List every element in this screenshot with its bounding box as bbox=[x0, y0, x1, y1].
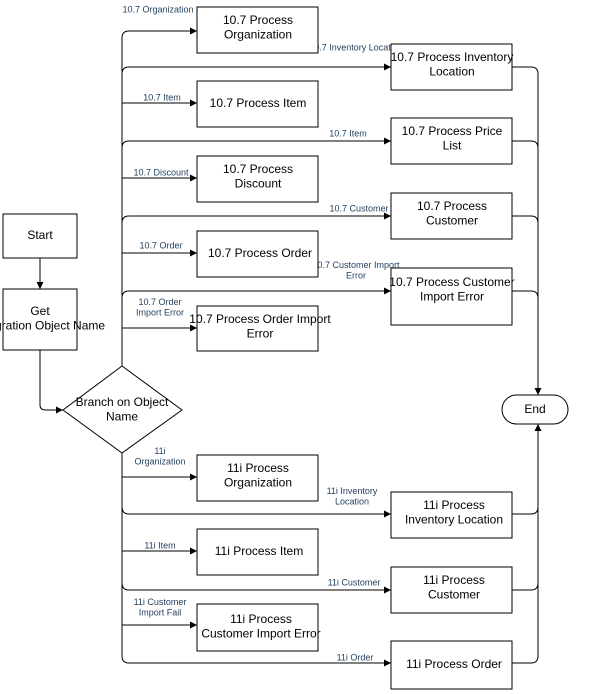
process-11i-item-label: 11i Process Item bbox=[215, 544, 303, 558]
edge-label-107-customer: 10.7 Customer bbox=[329, 203, 388, 213]
get-integration-object-name-label: GetIntegration Object Name bbox=[0, 304, 105, 332]
end-node: End bbox=[501, 394, 569, 425]
edge-label-107-organization: 10.7 Organization bbox=[122, 4, 193, 14]
process-107-item-label: 10.7 Process Item bbox=[210, 96, 307, 110]
return-11i-inventory-location bbox=[512, 506, 539, 515]
process-107-item-node: 10.7 Process Item bbox=[196, 80, 319, 128]
connector-lines bbox=[36, 27, 542, 667]
process-107-order-label: 10.7 Process Order bbox=[208, 246, 312, 260]
edge-107-price-list bbox=[121, 137, 391, 149]
edge-label-107-price-list: 10.7 Item bbox=[329, 128, 367, 138]
start-label: Start bbox=[27, 228, 53, 242]
edge-11i-inventory-location bbox=[121, 506, 391, 518]
edge-label-11i-customer: 11i Customer bbox=[328, 577, 381, 587]
collector-lower bbox=[512, 424, 542, 664]
start-node: Start bbox=[2, 213, 78, 259]
return-11i-customer bbox=[512, 582, 539, 591]
edge-get-name-to-branch bbox=[39, 350, 63, 414]
return-107-customer bbox=[512, 215, 539, 224]
edge-label-107-item: 10.7 Item bbox=[143, 92, 181, 102]
get-integration-object-name-node: GetIntegration Object Name bbox=[0, 288, 105, 351]
process-11i-order-node: 11i Process Order bbox=[390, 640, 513, 690]
end-label: End bbox=[524, 402, 545, 416]
return-107-price-list bbox=[512, 140, 539, 149]
edge-107-inventory-location bbox=[121, 63, 391, 75]
process-107-order-node: 10.7 Process Order bbox=[196, 230, 319, 278]
edge-label-107-discount: 10.7 Discount bbox=[133, 167, 189, 177]
branch-trunk-upper bbox=[121, 30, 130, 366]
branch-trunk-lower bbox=[121, 453, 130, 664]
edge-label-107-order: 10.7 Order bbox=[139, 240, 182, 250]
edge-label-11i-item: 11i Item bbox=[144, 540, 175, 550]
edge-107-customer bbox=[121, 212, 391, 224]
return-107-customer-import-error bbox=[512, 290, 539, 299]
process-11i-order-label: 11i Process Order bbox=[406, 657, 502, 671]
edge-label-107-inventory-location: 10.7 Inventory Location bbox=[309, 42, 403, 52]
edge-labels: 10.7 Organization 10.7 Inventory Locatio… bbox=[122, 4, 402, 662]
collector-upper bbox=[512, 66, 542, 395]
process-11i-item-node: 11i Process Item bbox=[196, 528, 319, 576]
edge-label-11i-order: 11i Order bbox=[337, 652, 374, 662]
edge-11i-customer bbox=[121, 582, 391, 594]
edge-107-customer-import-error bbox=[121, 287, 391, 299]
